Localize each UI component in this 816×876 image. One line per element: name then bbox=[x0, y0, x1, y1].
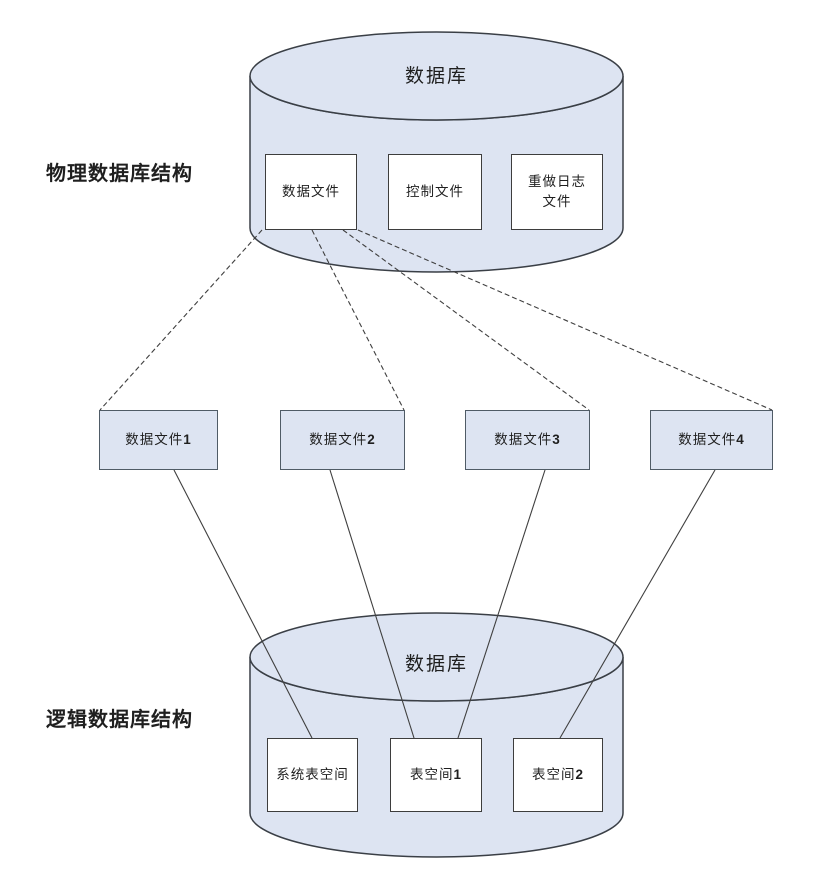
box-label: 数据文件 bbox=[282, 184, 340, 199]
solid-connector-tablespace-4 bbox=[559, 469, 716, 739]
box-label-text: 数据文件 bbox=[125, 432, 184, 447]
solid-connector-tablespace-2 bbox=[329, 469, 415, 739]
box-label: 表空间2 bbox=[532, 765, 584, 785]
box-label-number: 1 bbox=[453, 767, 462, 782]
box-label-number: 2 bbox=[575, 767, 584, 782]
box-label-number: 3 bbox=[552, 432, 561, 447]
box-tablespace-2: 表空间2 bbox=[513, 738, 603, 812]
dashed-connector-datafile-3 bbox=[342, 229, 590, 411]
box-tablespace-1: 表空间1 bbox=[390, 738, 482, 812]
box-label-line1: 重做日志 bbox=[528, 174, 586, 189]
solid-connector-tablespace-1 bbox=[173, 469, 313, 739]
dashed-connector-datafile-2 bbox=[311, 229, 405, 411]
box-label-number: 4 bbox=[736, 432, 745, 447]
box-label-text: 系统表空间 bbox=[276, 767, 349, 782]
box-label-text: 数据文件 bbox=[678, 432, 737, 447]
box-label-line2: 文件 bbox=[542, 194, 572, 209]
box-label: 数据文件4 bbox=[678, 430, 745, 450]
box-label: 系统表空间 bbox=[276, 765, 349, 785]
box-label-text: 表空间 bbox=[409, 767, 454, 782]
box-label-text: 表空间 bbox=[531, 767, 576, 782]
box-datafile-4: 数据文件4 bbox=[650, 410, 773, 470]
box-label: 数据文件3 bbox=[494, 430, 561, 450]
cylinder-top-ellipse bbox=[249, 612, 624, 702]
box-label-number: 1 bbox=[183, 432, 192, 447]
cylinder-top-ellipse bbox=[249, 31, 624, 121]
physical-cylinder-title: 数据库 bbox=[404, 66, 468, 87]
box-label: 数据文件1 bbox=[125, 430, 192, 450]
logical-cylinder-title: 数据库 bbox=[404, 654, 468, 675]
box-datafile-1: 数据文件1 bbox=[99, 410, 218, 470]
box-label-text: 数据文件 bbox=[494, 432, 553, 447]
solid-connector-tablespace-3 bbox=[457, 469, 546, 739]
physical-structure-label: 物理数据库结构 bbox=[46, 163, 193, 185]
dashed-connector-datafile-4 bbox=[357, 229, 773, 411]
box-datafile-3: 数据文件3 bbox=[465, 410, 590, 470]
box-data-file: 数据文件 bbox=[265, 154, 357, 230]
box-label: 控制文件 bbox=[406, 184, 464, 199]
logical-structure-label: 逻辑数据库结构 bbox=[46, 709, 193, 731]
box-control-file: 控制文件 bbox=[388, 154, 482, 230]
box-label-text: 数据文件 bbox=[309, 432, 368, 447]
box-label: 数据文件2 bbox=[309, 430, 376, 450]
box-redo-log-file: 重做日志 文件 bbox=[511, 154, 603, 230]
box-datafile-2: 数据文件2 bbox=[280, 410, 405, 470]
dashed-connector-datafile-1 bbox=[99, 229, 263, 411]
box-system-tablespace: 系统表空间 bbox=[267, 738, 358, 812]
box-label: 表空间1 bbox=[410, 765, 462, 785]
box-label-number: 2 bbox=[367, 432, 376, 447]
